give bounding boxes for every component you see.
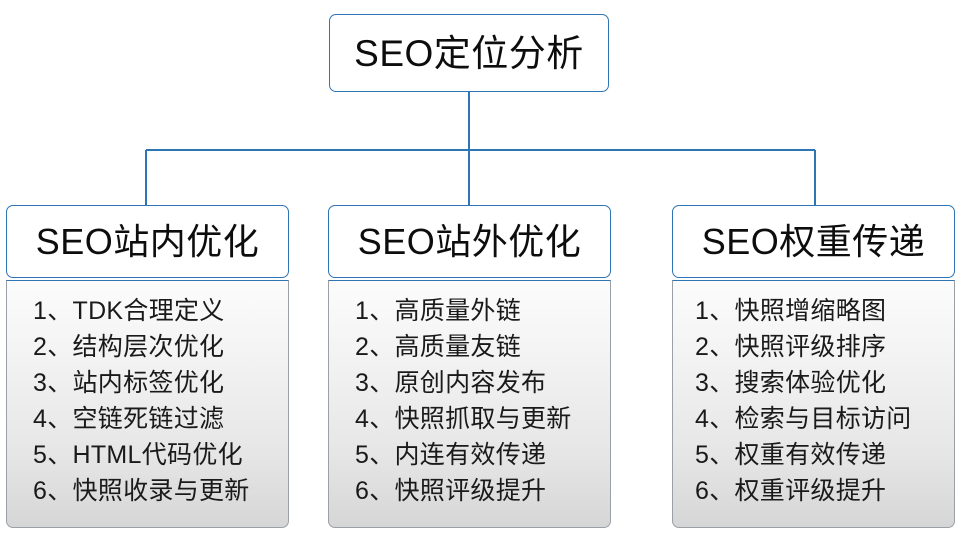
list-item: 6、快照评级提升 [355, 477, 547, 505]
list-item: 4、空链死链过滤 [33, 405, 225, 433]
root-node: SEO定位分析 [329, 14, 609, 92]
branch-item-list-1: 1、TDK合理定义 2、结构层次优化 3、站内标签优化 4、空链死链过滤 5、H… [7, 293, 288, 509]
list-item: 3、搜索体验优化 [695, 369, 887, 397]
branch-header-label-2: SEO站外优化 [357, 220, 582, 262]
list-item: 6、快照收录与更新 [33, 477, 250, 505]
list-item: 5、内连有效传递 [355, 441, 547, 469]
branch-item-list-2: 1、高质量外链 2、高质量友链 3、原创内容发布 4、快照抓取与更新 5、内连有… [329, 293, 610, 509]
list-item: 4、快照抓取与更新 [355, 405, 572, 433]
list-item: 2、高质量友链 [355, 333, 522, 361]
list-item: 6、权重评级提升 [695, 477, 887, 505]
list-item: 2、快照评级排序 [695, 333, 887, 361]
list-item: 4、检索与目标访问 [695, 405, 912, 433]
branch-body-1: 1、TDK合理定义 2、结构层次优化 3、站内标签优化 4、空链死链过滤 5、H… [6, 280, 289, 528]
branch-header-label-3: SEO权重传递 [701, 220, 926, 262]
root-node-label: SEO定位分析 [354, 32, 584, 74]
list-item: 1、TDK合理定义 [33, 297, 225, 325]
branch-body-3: 1、快照增缩略图 2、快照评级排序 3、搜索体验优化 4、检索与目标访问 5、权… [672, 280, 955, 528]
list-item: 5、权重有效传递 [695, 441, 887, 469]
branch-body-2: 1、高质量外链 2、高质量友链 3、原创内容发布 4、快照抓取与更新 5、内连有… [328, 280, 611, 528]
list-item: 2、结构层次优化 [33, 333, 225, 361]
list-item: 5、HTML代码优化 [33, 441, 243, 469]
list-item: 3、站内标签优化 [33, 369, 225, 397]
branch-header-3: SEO权重传递 [672, 205, 955, 278]
branch-item-list-3: 1、快照增缩略图 2、快照评级排序 3、搜索体验优化 4、检索与目标访问 5、权… [673, 293, 954, 509]
branch-column-3: SEO权重传递 1、快照增缩略图 2、快照评级排序 3、搜索体验优化 4、检索与… [672, 205, 955, 528]
branch-header-label-1: SEO站内优化 [35, 220, 260, 262]
list-item: 1、高质量外链 [355, 297, 522, 325]
list-item: 1、快照增缩略图 [695, 297, 887, 325]
branch-header-2: SEO站外优化 [328, 205, 611, 278]
branch-header-1: SEO站内优化 [6, 205, 289, 278]
list-item: 3、原创内容发布 [355, 369, 547, 397]
branch-column-1: SEO站内优化 1、TDK合理定义 2、结构层次优化 3、站内标签优化 4、空链… [6, 205, 289, 528]
branch-column-2: SEO站外优化 1、高质量外链 2、高质量友链 3、原创内容发布 4、快照抓取与… [328, 205, 611, 528]
